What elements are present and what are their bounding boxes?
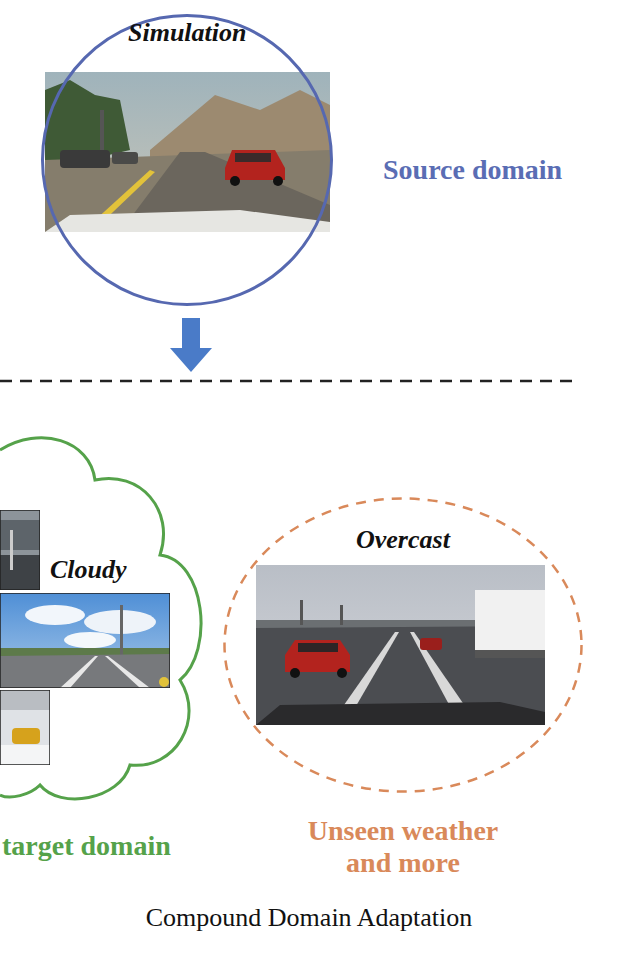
weather-label: Cloudy [50,555,127,585]
domain-label: target domain [2,830,171,862]
source-domain-circle: SimulationSource domain [41,14,333,306]
target-photo [0,510,40,590]
node-outline [0,420,215,815]
down-arrow [170,318,212,372]
domain-title: Simulation [128,18,247,48]
unseen-domain-ellipse: OvercastUnseen weather and more [223,497,583,793]
node-outline [41,14,333,306]
figure-caption: Compound Domain Adaptation [0,903,618,933]
cloudy-photo [0,593,170,688]
overcast-photo [256,565,545,725]
simulation-photo [45,72,330,232]
snow-photo [0,690,50,765]
domain-label: Unseen weather and more [283,815,523,879]
target-domain-cloud: Cloudytarget domain [0,420,215,815]
separator-line [0,380,580,383]
domain-label: Source domain [383,154,562,186]
weather-label: Overcast [356,525,450,555]
